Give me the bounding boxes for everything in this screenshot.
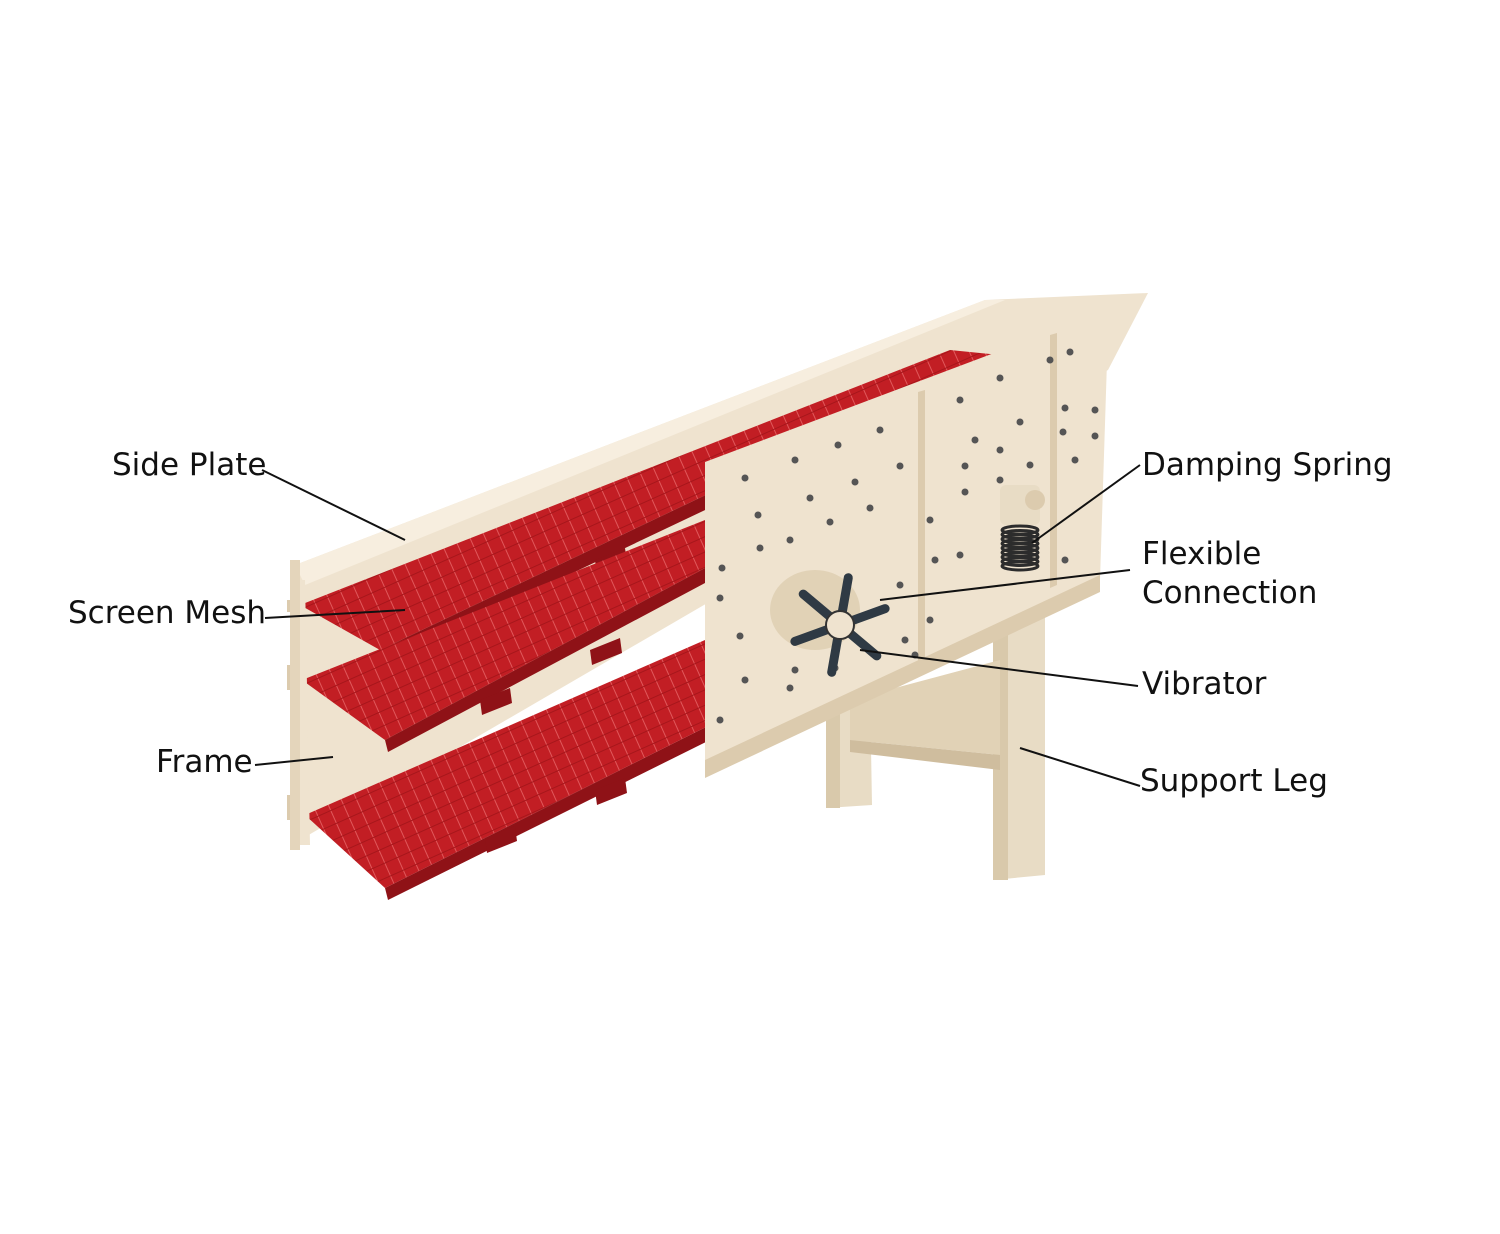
bolt (956, 396, 964, 404)
bolt (961, 462, 969, 470)
screen-mesh-deck-middle (302, 520, 720, 752)
bolt (996, 446, 1004, 454)
bolt (926, 516, 934, 524)
label-damping-spring: Damping Spring (1142, 447, 1393, 483)
leader-line-screen-mesh (264, 609, 406, 619)
bolt (1066, 348, 1074, 356)
bolt (786, 684, 794, 692)
bolt (1091, 406, 1099, 414)
bolt (896, 462, 904, 470)
bolt (996, 476, 1004, 484)
leader-line-damping-spring (1031, 464, 1141, 544)
bolt (1026, 461, 1034, 469)
bolt (791, 456, 799, 464)
bolt (956, 551, 964, 559)
bolt (896, 581, 904, 589)
label-frame: Frame (156, 744, 253, 780)
bolt (716, 594, 724, 602)
screen-mesh-deck-bottom (305, 640, 720, 900)
bolt (1091, 432, 1099, 440)
leader-line-flexible-connection (879, 569, 1131, 601)
bolt (926, 616, 934, 624)
bolt (996, 374, 1004, 382)
spring-coils (1000, 524, 1040, 572)
spring-coil (1000, 556, 1040, 567)
spring-coil (1000, 560, 1040, 572)
bolt-pattern (716, 348, 1099, 724)
bolt (1016, 418, 1024, 426)
bolt (736, 632, 744, 640)
bolt (718, 564, 726, 572)
label-side-plate: Side Plate (112, 447, 267, 483)
bolt (806, 494, 814, 502)
leader-line-frame (254, 756, 334, 766)
label-support-leg: Support Leg (1140, 763, 1328, 799)
bolt (741, 676, 749, 684)
bolt (716, 716, 724, 724)
label-flexible-connection-line1: Flexible (1142, 536, 1262, 572)
frame (290, 560, 310, 850)
bolt (931, 556, 939, 564)
bolt (741, 474, 749, 482)
label-flexible-connection-line2: Connection (1142, 575, 1318, 611)
bolt (834, 441, 842, 449)
bolt (1061, 404, 1069, 412)
leader-lines (254, 464, 1141, 787)
bolt (1046, 356, 1054, 364)
bolt (786, 536, 794, 544)
bolt (754, 511, 762, 519)
leader-line-side-plate (261, 469, 406, 541)
bolt (971, 436, 979, 444)
bolt (826, 518, 834, 526)
damping-spring (1000, 485, 1045, 572)
leader-line-support-leg (1019, 747, 1141, 787)
bolt (866, 504, 874, 512)
label-vibrator: Vibrator (1142, 666, 1267, 702)
label-screen-mesh: Screen Mesh (68, 595, 267, 631)
bolt (1059, 428, 1067, 436)
bolt (756, 544, 764, 552)
bolt (791, 666, 799, 674)
front-side-panel (705, 330, 1108, 778)
bolt (1061, 556, 1069, 564)
bolt (876, 426, 884, 434)
bolt (1071, 456, 1079, 464)
bolt (961, 488, 969, 496)
bolt (901, 636, 909, 644)
leader-line-vibrator (859, 649, 1139, 687)
bolt (851, 478, 859, 486)
